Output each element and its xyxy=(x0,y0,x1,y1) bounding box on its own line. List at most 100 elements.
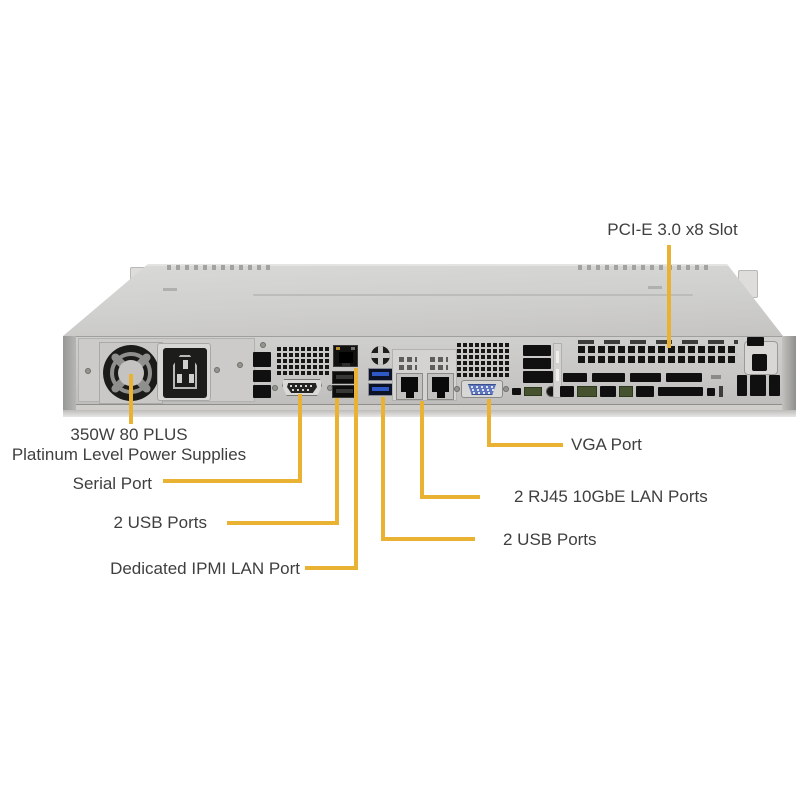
cross-knockout-vent xyxy=(371,346,390,365)
rear-cutout xyxy=(737,375,747,396)
io-cutout xyxy=(560,386,574,397)
panel-cutout xyxy=(523,371,553,383)
lid-vent-notches-right xyxy=(578,265,713,270)
screw xyxy=(237,362,243,368)
rj45-jack xyxy=(432,377,449,392)
usb2-tongue xyxy=(336,389,353,393)
serial-port xyxy=(278,378,326,397)
chassis-top-lid xyxy=(63,264,783,336)
lid-top-highlight xyxy=(143,264,733,266)
expansion-slot-bar xyxy=(563,373,587,382)
lan1-led-window xyxy=(399,357,417,370)
vga-dsub xyxy=(467,384,497,395)
lid-seam xyxy=(253,294,693,296)
lan2-led-window xyxy=(430,357,448,370)
lid-screw-marks-right xyxy=(648,286,662,289)
pcie-bracket-dashes xyxy=(578,340,738,344)
small-port-cutout xyxy=(512,388,521,395)
screw xyxy=(272,385,278,391)
divider-slot xyxy=(556,351,559,363)
ac-inlet-face xyxy=(163,348,207,398)
ac-pin-line xyxy=(177,374,182,383)
io-slot-tick xyxy=(719,386,723,397)
slot-divider-bracket xyxy=(553,343,562,398)
screw xyxy=(260,342,266,348)
io-slot-long xyxy=(658,387,703,396)
label-ipmi-lan-port: Dedicated IPMI LAN Port xyxy=(110,559,300,578)
label-usb-ports-right: 2 USB Ports xyxy=(503,530,597,549)
chassis-bottom-flange xyxy=(63,404,796,410)
ac-pin-ground xyxy=(183,360,188,369)
leader-vga-horizontal xyxy=(487,443,563,447)
screw xyxy=(214,367,220,373)
ipmi-jack-tab xyxy=(342,363,350,366)
io-cutout xyxy=(636,386,654,397)
ipmi-jack xyxy=(339,352,353,363)
ipmi-led-right xyxy=(351,347,355,350)
usb3-tongue xyxy=(372,372,389,376)
rear-cutout xyxy=(750,375,766,396)
lid-vent-notches-left xyxy=(167,265,273,270)
serial-dsub-inner xyxy=(287,383,317,393)
rj45-lan-port-1 xyxy=(396,373,423,400)
usb3-tongue xyxy=(372,387,389,391)
panel-cutout xyxy=(253,385,271,398)
rj45-lan-port-2 xyxy=(427,373,454,400)
latch-cap xyxy=(747,337,764,346)
vga-pins-row2 xyxy=(472,389,494,391)
pcb-connector xyxy=(524,387,542,396)
expansion-slot-bar xyxy=(592,373,625,382)
pcb-connector xyxy=(577,386,597,397)
io-cutout xyxy=(707,388,715,396)
label-psu-line1: 350W 80 PLUS xyxy=(70,425,188,444)
label-rj45-lan-ports: 2 RJ45 10GbE LAN Ports xyxy=(514,487,708,506)
usb3-port-bottom xyxy=(368,383,393,396)
leader-usb-left-vertical xyxy=(335,398,339,525)
leader-pcie-vertical xyxy=(667,245,671,348)
leader-vga-vertical xyxy=(487,399,491,447)
rj45-jack-tab xyxy=(406,392,414,398)
expansion-slot-bar xyxy=(630,373,661,382)
ac-power-inlet xyxy=(157,343,211,401)
screw xyxy=(85,368,91,374)
vga-pins-row1 xyxy=(471,386,495,388)
latch-knob xyxy=(752,354,767,371)
serial-pins-row1 xyxy=(290,385,314,387)
label-pcie-slot: PCI-E 3.0 x8 Slot xyxy=(607,220,738,239)
chassis-bottom-edge xyxy=(63,410,796,417)
label-vga-port: VGA Port xyxy=(571,435,642,454)
panel-cutout xyxy=(523,345,551,356)
leader-usb-right-vertical xyxy=(381,397,385,541)
screw xyxy=(454,386,460,392)
divider-slot xyxy=(556,369,559,381)
rack-ear-left xyxy=(63,336,76,410)
cross-bar-h xyxy=(371,353,390,358)
ipmi-led-left xyxy=(336,347,340,350)
leader-usb-right-horizontal xyxy=(381,537,475,541)
rj45-jack-tab xyxy=(437,392,445,398)
screw xyxy=(503,386,509,392)
slot-latch-mark xyxy=(711,375,721,379)
leader-serial-vertical xyxy=(298,394,302,483)
panel-cutout xyxy=(253,352,271,367)
pcie-slot-vent xyxy=(578,346,738,363)
ac-pin-neutral xyxy=(189,374,194,383)
ipmi-lan-port xyxy=(333,345,358,367)
serial-dsub-shell xyxy=(282,379,322,396)
leader-lan-vertical xyxy=(420,401,424,499)
vga-pins-row3 xyxy=(473,392,493,394)
label-serial-port: Serial Port xyxy=(72,474,152,493)
usb2-tongue xyxy=(336,375,353,379)
chassis-side-right xyxy=(782,336,796,410)
expansion-slot-bar xyxy=(666,373,702,382)
label-usb-ports-left: 2 USB Ports xyxy=(113,513,207,532)
panel-cutout xyxy=(523,358,551,369)
honeycomb-vent-right xyxy=(457,343,509,377)
leader-ipmi-vertical xyxy=(354,368,358,570)
pcb-connector xyxy=(619,386,633,397)
leader-usb-left-horizontal xyxy=(227,521,339,525)
honeycomb-vent-left xyxy=(277,347,329,375)
usb3-port-top xyxy=(368,368,393,381)
serial-pins-row2 xyxy=(292,389,312,391)
